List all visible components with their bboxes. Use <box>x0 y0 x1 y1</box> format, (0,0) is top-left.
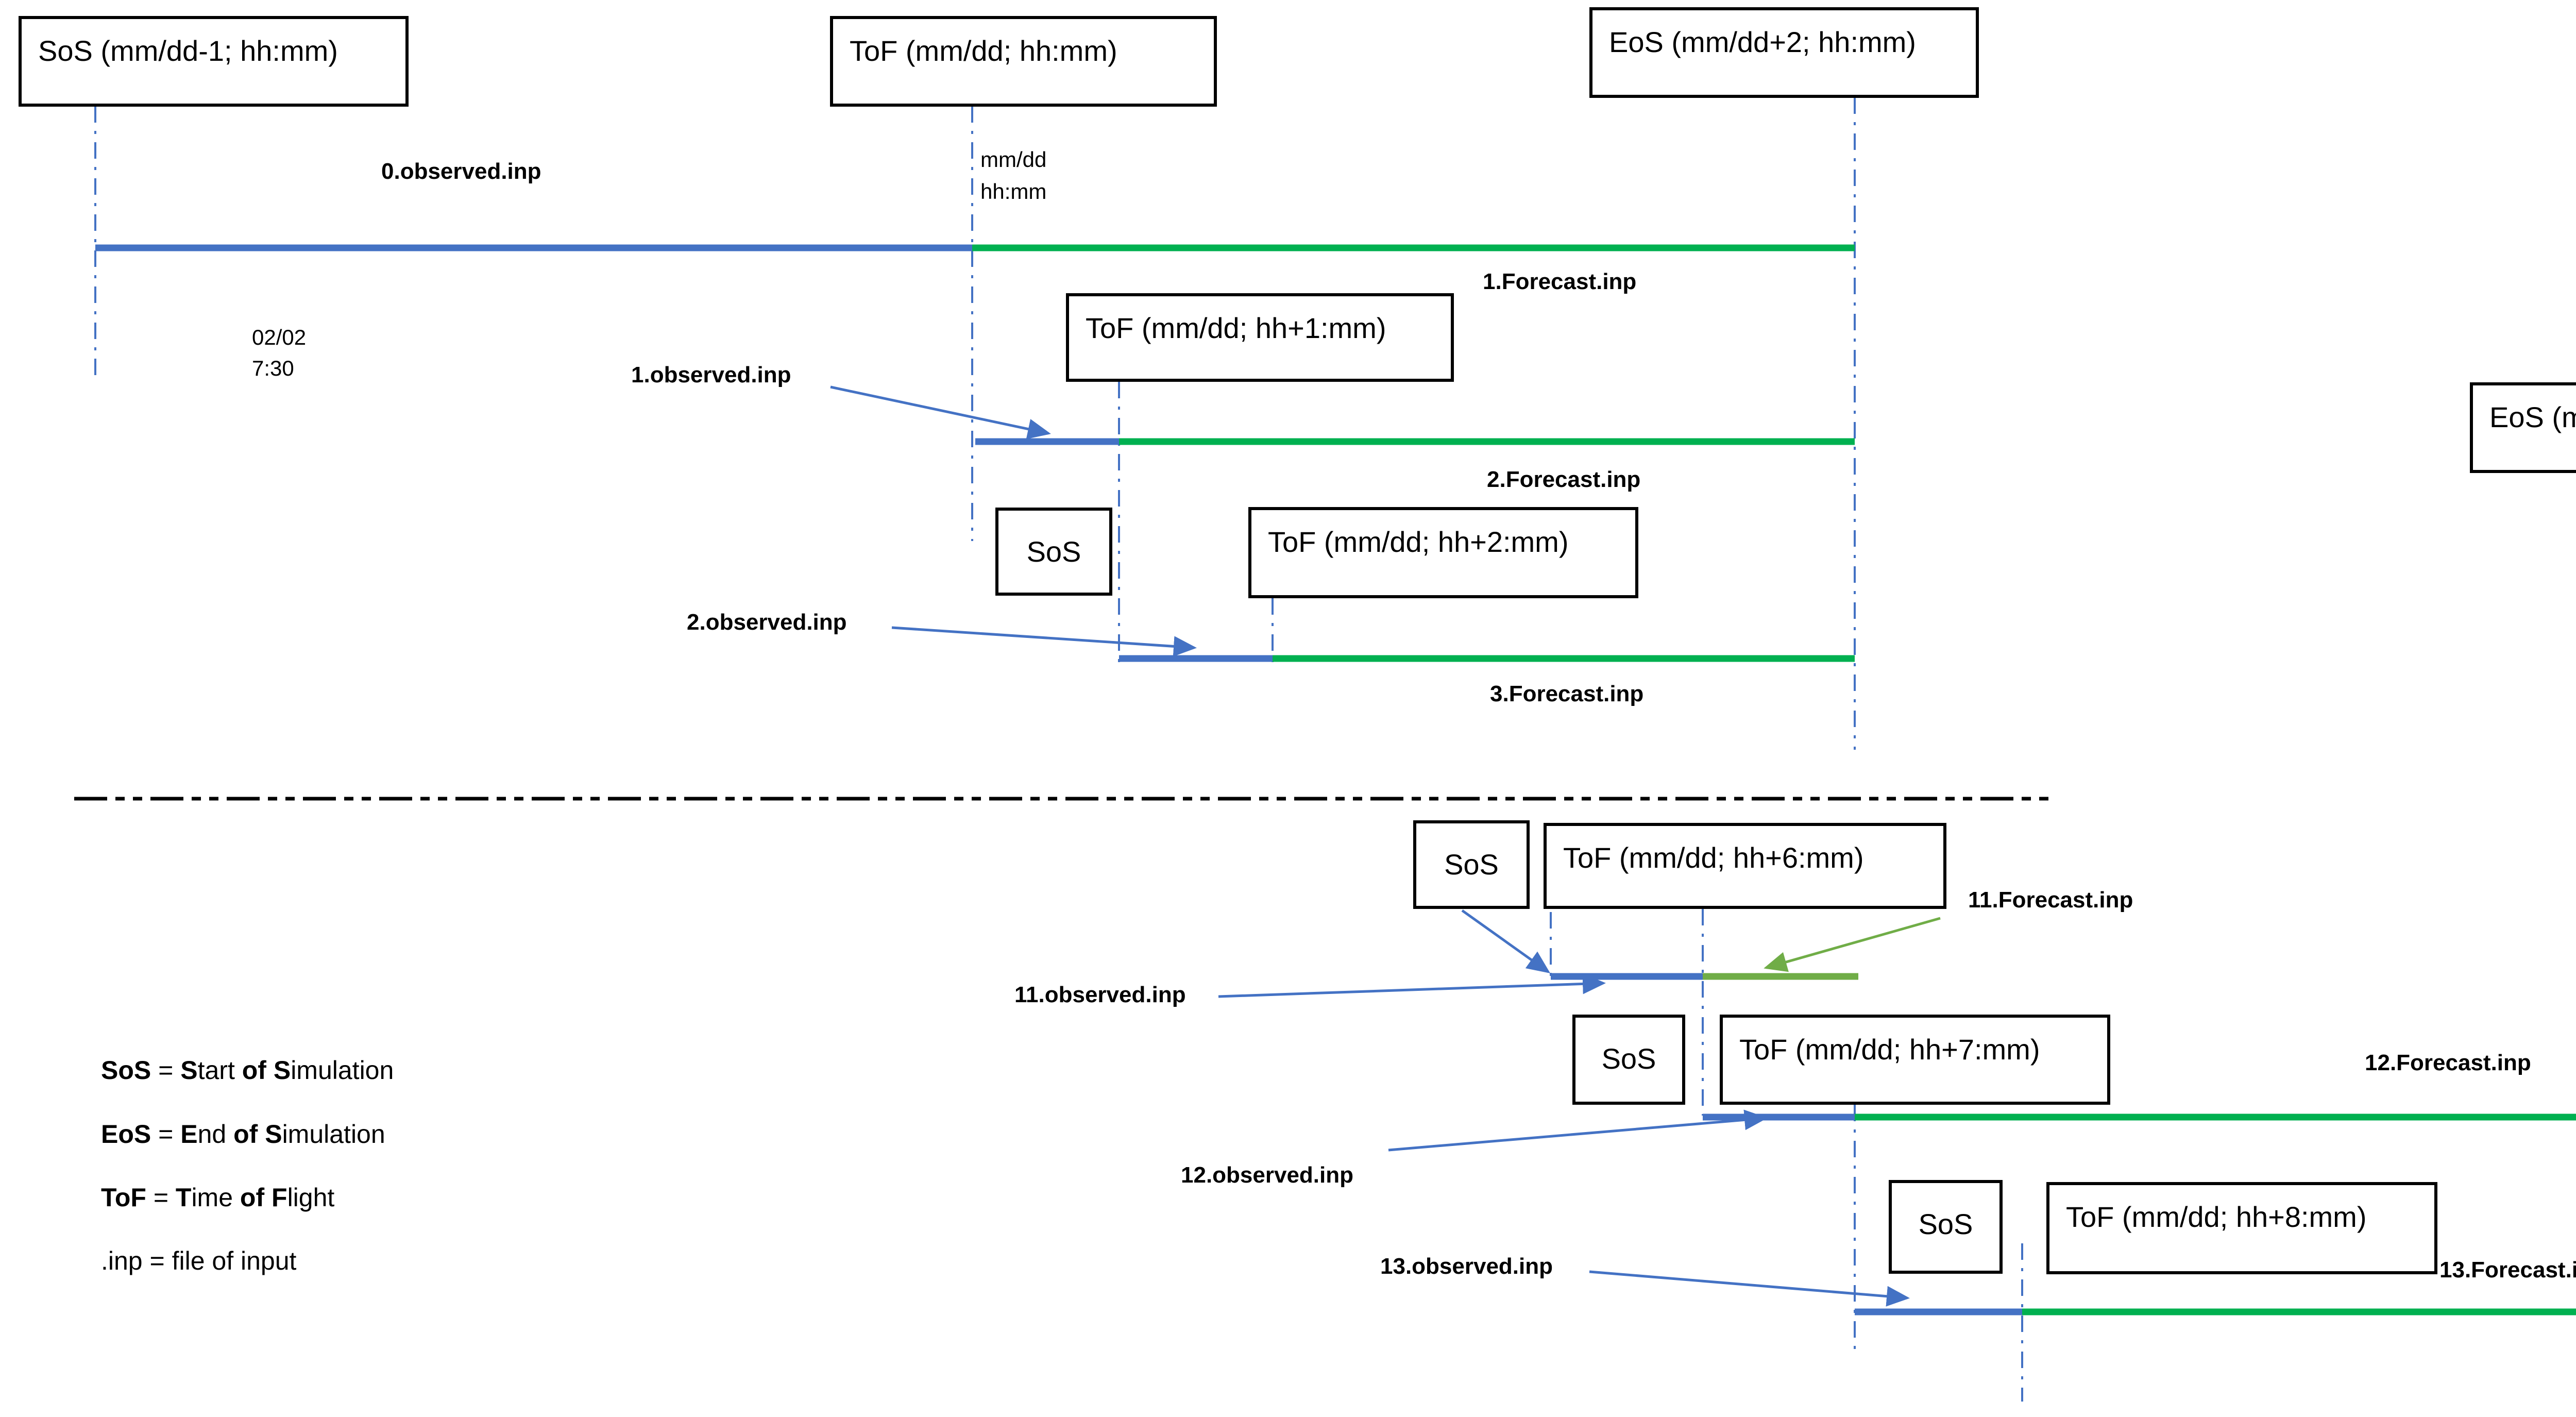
legend-text-segment: T <box>175 1183 192 1212</box>
legend-text-segment: imulation <box>291 1056 394 1085</box>
observed0-label: 0.observed.inp <box>381 159 541 184</box>
forecast11-label: 11.Forecast.inp <box>1968 887 2133 913</box>
forecast13-label: 13.Forecast.inp <box>2439 1257 2576 1283</box>
tof-run1-box: ToF (mm/dd; hh+1:mm) <box>1066 293 1454 382</box>
legend-text-segment: EoS <box>101 1120 151 1149</box>
sos-main-box: SoS (mm/dd-1; hh:mm) <box>19 16 409 107</box>
observed1-arrow <box>830 385 1051 440</box>
legend-text-segment: S <box>265 1120 282 1149</box>
observed1-label: 1.observed.inp <box>631 362 791 387</box>
legend-row-eos: EoS = End of Simulation <box>101 1119 385 1149</box>
legend-text-segment: S <box>180 1056 198 1085</box>
tof-tick-date-label: mm/dd <box>980 147 1047 172</box>
legend-text-segment: tart <box>197 1056 242 1085</box>
legend-text-segment: E <box>180 1120 198 1149</box>
tof-run12-box: ToF (mm/dd; hh+7:mm) <box>1720 1015 2110 1105</box>
legend-text-segment: F <box>272 1183 287 1212</box>
forecast2-label: 2.Forecast.inp <box>1487 467 1641 492</box>
tof-tick-time-label: hh:mm <box>980 179 1047 204</box>
eos-bottom-box: EoS (mm/dd+1; hh+12:mm) <box>2470 382 2576 473</box>
legend-text-segment: light <box>287 1183 335 1212</box>
legend-text-segment <box>266 1056 274 1085</box>
legend-text-segment: = <box>151 1056 181 1085</box>
eos-main-box: EoS (mm/dd+2; hh:mm) <box>1589 7 1979 98</box>
legend-text-segment: of <box>240 1183 265 1212</box>
legend-text-segment: ime <box>191 1183 240 1212</box>
sos11-arrow <box>1461 909 1551 973</box>
legend-text-segment: imulation <box>282 1120 385 1149</box>
tof-run13-box: ToF (mm/dd; hh+8:mm) <box>2046 1182 2437 1274</box>
legend-text-segment: of <box>233 1120 258 1149</box>
legend-text-segment: SoS <box>101 1056 151 1085</box>
sos-run12-box: SoS <box>1572 1015 1685 1105</box>
observed11-label: 11.observed.inp <box>1014 982 1186 1007</box>
legend-row-inp: .inp = file of input <box>101 1246 296 1276</box>
legend-text-segment: = <box>151 1120 181 1149</box>
observed2-label: 2.observed.inp <box>687 610 847 635</box>
tof-run2-box: ToF (mm/dd; hh+2:mm) <box>1248 507 1638 598</box>
legend-text-segment: .inp = file of input <box>101 1246 297 1275</box>
forecast11-arrow <box>1764 917 1941 972</box>
sos-run13-box: SoS <box>1889 1180 2003 1274</box>
observed13-arrow <box>1589 1270 1910 1307</box>
legend-row-sos: SoS = Start of Simulation <box>101 1055 394 1085</box>
sos-run11-box: SoS <box>1413 820 1530 909</box>
legend-text-segment: ToF <box>101 1183 146 1212</box>
legend-row-tof: ToF = Time of Flight <box>101 1183 334 1212</box>
legend-text-segment: of <box>242 1056 266 1085</box>
observed2-arrow <box>891 626 1197 657</box>
start-date-label: 02/02 <box>252 325 307 349</box>
tof-run11-box: ToF (mm/dd; hh+6:mm) <box>1544 823 1946 909</box>
observed12-arrow <box>1388 1109 1768 1152</box>
forecast3-label: 3.Forecast.inp <box>1490 681 1644 706</box>
observed11-arrow <box>1218 973 1606 998</box>
observed13-label: 13.observed.inp <box>1380 1254 1553 1279</box>
forecast1-label: 1.Forecast.inp <box>1483 269 1637 294</box>
legend-text-segment <box>258 1120 265 1149</box>
sos-run2-box: SoS <box>995 508 1112 596</box>
legend-text-segment <box>264 1183 272 1212</box>
tof-main-box: ToF (mm/dd; hh:mm) <box>830 16 1217 107</box>
legend-text-segment: S <box>273 1056 291 1085</box>
observed12-label: 12.observed.inp <box>1181 1162 1354 1188</box>
start-time-label: 7:30 <box>252 356 294 380</box>
legend-text-segment: nd <box>197 1120 234 1149</box>
forecast12-label: 12.Forecast.inp <box>2365 1050 2531 1075</box>
legend-text-segment: = <box>146 1183 176 1212</box>
